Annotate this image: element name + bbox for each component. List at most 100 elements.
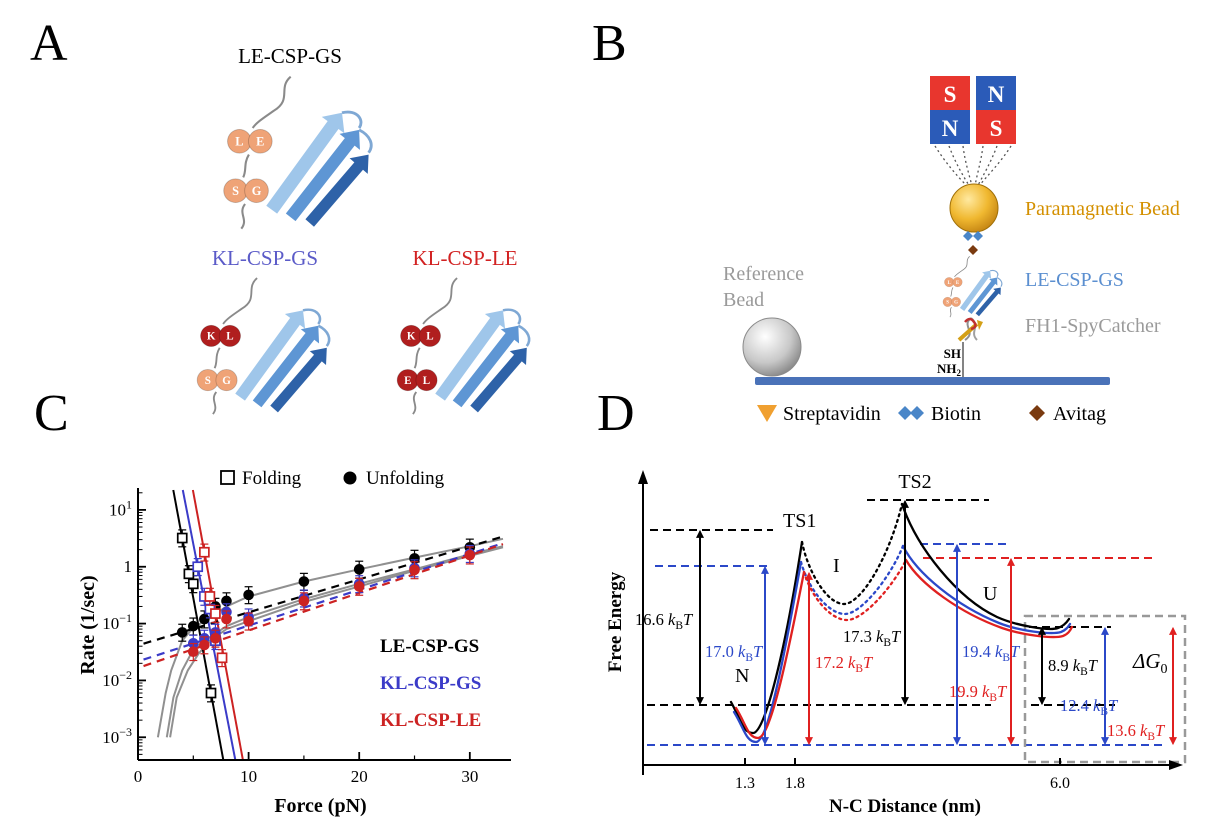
model-fit-curve: [165, 545, 504, 738]
magnet-pair: S N N S: [930, 76, 1016, 144]
residue-letter: L: [423, 375, 430, 387]
beta-strand-icon: [470, 347, 527, 413]
curve-red-solid: [904, 558, 1074, 639]
unfolding-point: [353, 581, 365, 592]
magnet-left-top: [930, 76, 970, 110]
curve-black-solid: [900, 502, 1071, 630]
residue-letter: L: [235, 135, 243, 149]
magnet-pole-label: N: [988, 82, 1005, 107]
panel-label-c: C: [34, 385, 69, 442]
streptavidin-label: Streptavidin: [783, 403, 881, 425]
reference-bead-label: Reference: [723, 263, 804, 285]
folding-point: [216, 652, 228, 664]
folding-point: [176, 532, 188, 544]
unfolding-point: [243, 615, 254, 627]
unfolding-point: [221, 613, 232, 625]
unfolding-point: [409, 564, 420, 576]
construct-name: LE-CSP-GS: [238, 44, 342, 68]
residue-bead: [215, 369, 238, 392]
x-tick-label: 0: [134, 767, 143, 786]
energy-value: 12.4 kBT: [1060, 696, 1119, 718]
beta-strand-icon: [270, 347, 327, 413]
state-u-label: U: [983, 583, 998, 605]
legend-unfolding-marker: [343, 471, 357, 485]
y-axis-label: Rate (1/sec): [78, 575, 99, 674]
residue-bead: [418, 324, 441, 347]
residue-letter: L: [226, 331, 233, 343]
unfolding-point: [464, 549, 476, 561]
series-label: KL-CSP-LE: [380, 710, 481, 731]
biotin-label: Biotin: [931, 403, 981, 425]
state-n-label: N: [735, 665, 749, 687]
free-energy-landscape: 1.3 1.8 6.0 Free Energy N-C Distance (nm…: [605, 470, 1187, 817]
unfolding-point: [199, 613, 210, 625]
x-tick-label: 10: [240, 767, 257, 786]
beta-strand-icon: [266, 112, 345, 214]
reference-bead: [742, 317, 802, 377]
axes: [638, 470, 1183, 775]
beta-strand-icon: [235, 310, 306, 401]
folding-fit-line: [181, 489, 237, 761]
residue-letter: G: [954, 301, 958, 306]
beta-strand-icon: [252, 325, 320, 408]
residue-letter: K: [407, 331, 416, 343]
residue-bead: [218, 324, 241, 347]
x-tick-label: 1.3: [735, 775, 755, 792]
delta-g0-label: ΔG0: [1132, 649, 1168, 677]
x-tick-label: 6.0: [1050, 775, 1070, 792]
energy-value: 13.6 kBT: [1107, 721, 1166, 743]
y-tick-label: 1: [124, 557, 133, 576]
residue-letter: G: [222, 375, 231, 387]
residue-bead: [952, 277, 963, 288]
avitag-label: Avitag: [1053, 403, 1106, 425]
nh2-label: NH2: [937, 361, 962, 378]
field-lines: [934, 145, 1012, 188]
paramagnetic-bead: [949, 183, 999, 233]
residue-letter: E: [404, 375, 411, 387]
energy-annotation: 17.2 kBT: [805, 571, 874, 746]
plot-area: [143, 489, 504, 761]
energy-annotation: 17.3 kBT: [843, 499, 909, 706]
energy-annotation: 16.6 kBT: [635, 529, 704, 706]
series-label: LE-CSP-GS: [380, 636, 479, 657]
state-ts1-label: TS1: [783, 510, 816, 532]
construct-label: LE-CSP-GS: [1025, 269, 1124, 291]
x-tick-label: 1.8: [785, 775, 805, 792]
dg0-box: [1023, 614, 1187, 764]
streptavidin-icon: [757, 405, 777, 422]
residue-letter: L: [426, 331, 433, 343]
residue-bead: [244, 178, 269, 204]
construct-name: KL-CSP-GS: [211, 246, 319, 270]
panel-label-a: A: [30, 15, 68, 72]
folding-point: [210, 608, 221, 619]
residue-letter: G: [252, 184, 262, 198]
unfolding-point: [188, 646, 199, 658]
residue-letter: S: [232, 184, 239, 198]
y-tick-label: 10−3: [102, 725, 132, 747]
magnet-left-bottom: [930, 110, 970, 144]
beta-strand-icon: [305, 154, 369, 227]
magnet-right-bottom: [976, 110, 1016, 144]
x-axis-label: Force (pN): [274, 795, 366, 817]
energy-annotation: 19.9 kBT: [949, 557, 1015, 746]
unfolding-point: [298, 595, 310, 607]
beta-strand-icon: [452, 325, 520, 408]
energy-annotation: 12.4 kBT: [1060, 626, 1119, 746]
curve-black-solid: [729, 540, 804, 735]
folding-fit-line: [191, 489, 244, 761]
sh-label: SH: [944, 346, 961, 361]
residue-letter: E: [256, 135, 264, 149]
avitag-icon: [968, 245, 978, 255]
unfolding-point: [243, 589, 254, 601]
beta-strand-icon: [975, 287, 1001, 317]
biotin-icon: [910, 406, 924, 420]
unfolding-point: [353, 564, 365, 575]
folding-point: [192, 561, 204, 573]
